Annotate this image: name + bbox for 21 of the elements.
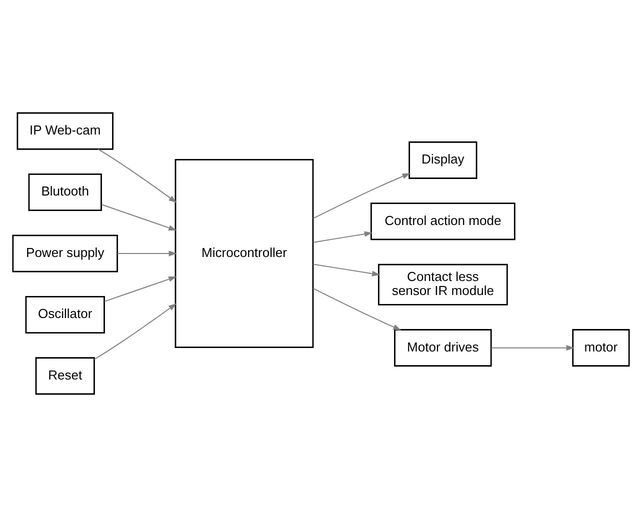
arrow: [313, 263, 380, 276]
arrow: [312, 172, 410, 218]
node-box: Display: [408, 140, 478, 178]
arrow: [104, 276, 177, 302]
node-box: Blutooth: [28, 173, 102, 211]
arrow: [101, 204, 177, 230]
node-box: Microcontroller: [174, 158, 314, 348]
node-box: Reset: [35, 356, 95, 394]
arrow: [117, 250, 177, 256]
arrow: [313, 230, 372, 242]
arrow: [94, 302, 177, 360]
arrow: [98, 148, 177, 202]
node-box: motor: [572, 328, 630, 366]
node-box: Motor drives: [394, 328, 492, 366]
node-box: Power supply: [12, 234, 118, 272]
arrow: [313, 287, 402, 330]
node-box: Contact less sensor IR module: [378, 263, 508, 305]
node-box: Control action mode: [370, 202, 516, 240]
arrow: [491, 344, 574, 350]
node-box: IP Web-cam: [16, 112, 114, 150]
node-box: Oscillator: [25, 295, 105, 333]
